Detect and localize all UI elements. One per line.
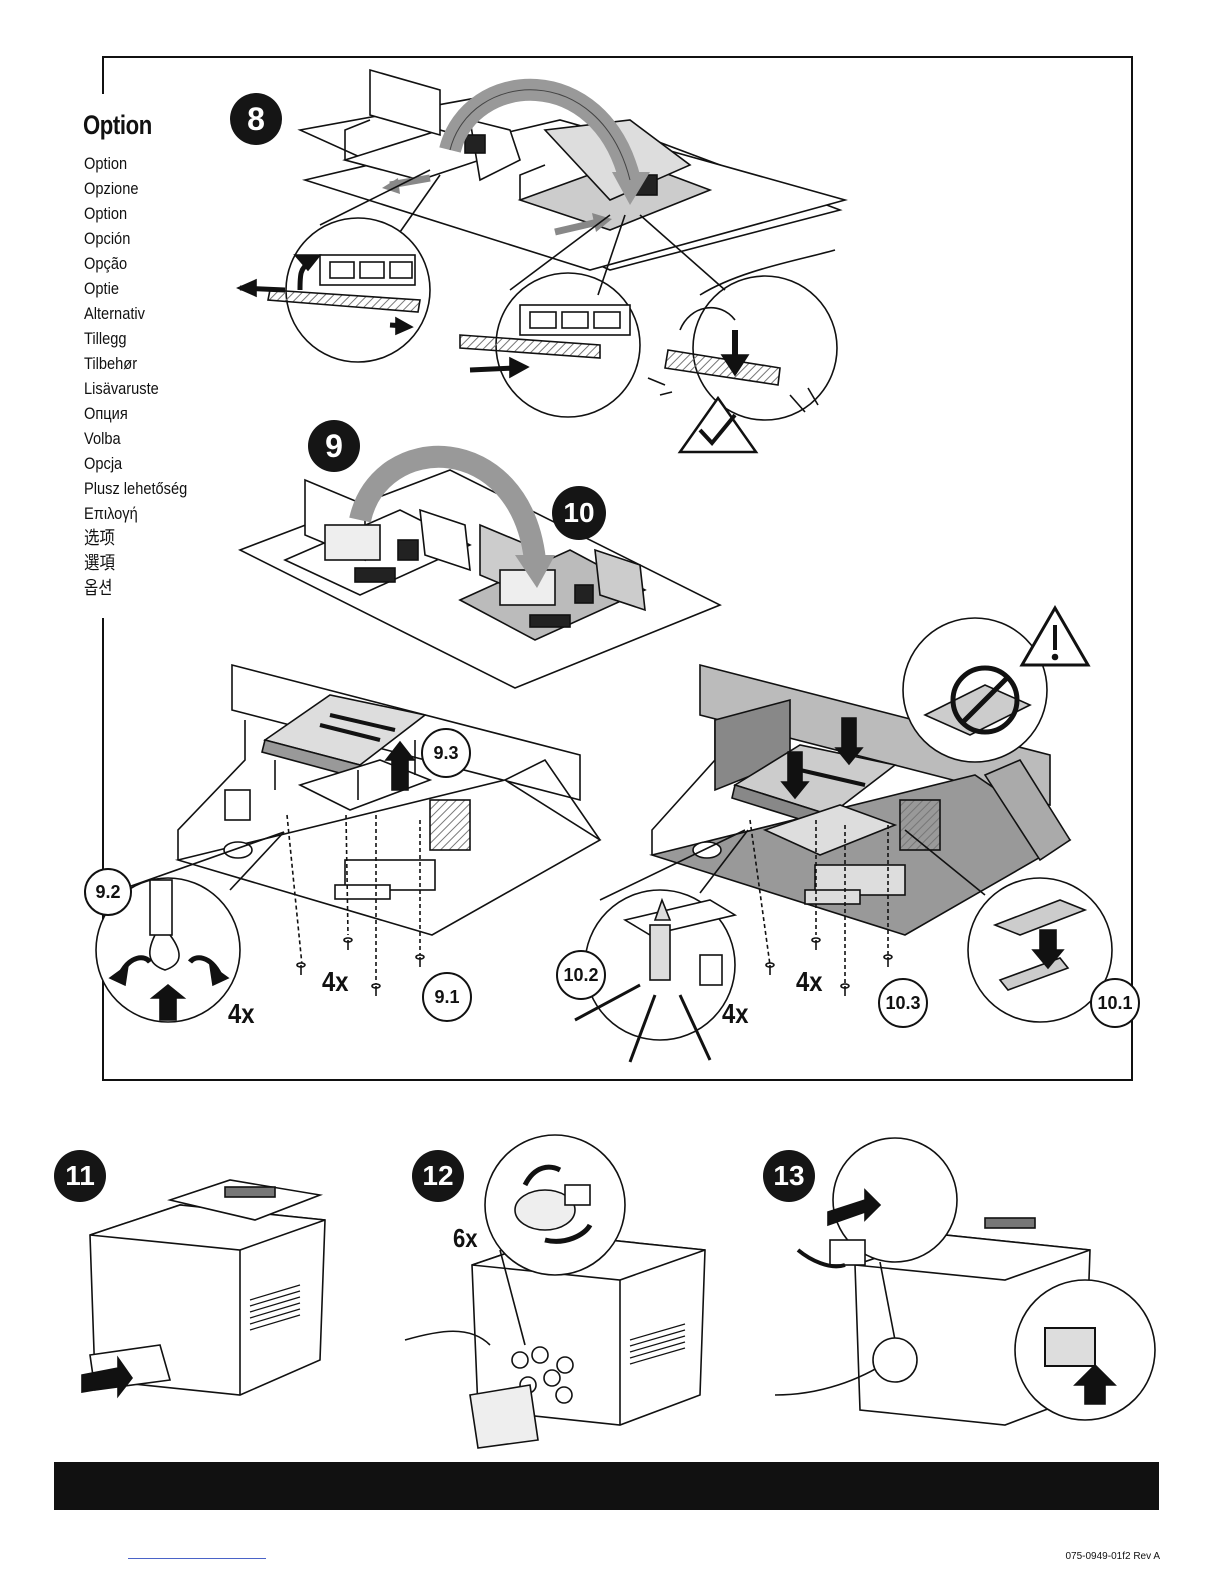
step-8-badge: 8 bbox=[230, 93, 282, 145]
step-11-badge: 11 bbox=[54, 1150, 106, 1202]
link-underline[interactable] bbox=[128, 1558, 266, 1559]
callout-10-2: 10.2 bbox=[556, 950, 606, 1000]
quantity-label-9-2: 4x bbox=[228, 998, 254, 1030]
quantity-label-10-3: 4x bbox=[796, 966, 822, 998]
callout-9-2: 9.2 bbox=[84, 868, 132, 916]
callout-9-1: 9.1 bbox=[422, 972, 472, 1022]
step10-detail-illustration bbox=[575, 608, 1112, 1062]
callout-10-3: 10.3 bbox=[878, 978, 928, 1028]
quantity-label-12: 6x bbox=[453, 1223, 478, 1254]
step-12-badge: 12 bbox=[412, 1150, 464, 1202]
step-13-badge: 13 bbox=[763, 1150, 815, 1202]
step8-illustration bbox=[238, 70, 845, 452]
step9-10-illustration bbox=[240, 457, 720, 688]
callout-10-1: 10.1 bbox=[1090, 978, 1140, 1028]
quantity-label-10-2: 4x bbox=[722, 998, 748, 1030]
step13-printer-illustration bbox=[775, 1138, 1155, 1425]
step-10-badge: 10 bbox=[552, 486, 606, 540]
callout-9-3: 9.3 bbox=[421, 728, 471, 778]
quantity-label-9-1: 4x bbox=[322, 966, 348, 998]
document-number: 075-0949-01f2 Rev A bbox=[1065, 1551, 1160, 1562]
step11-printer-illustration bbox=[82, 1180, 325, 1396]
step-9-badge: 9 bbox=[308, 420, 360, 472]
footer-bar bbox=[54, 1462, 1159, 1510]
